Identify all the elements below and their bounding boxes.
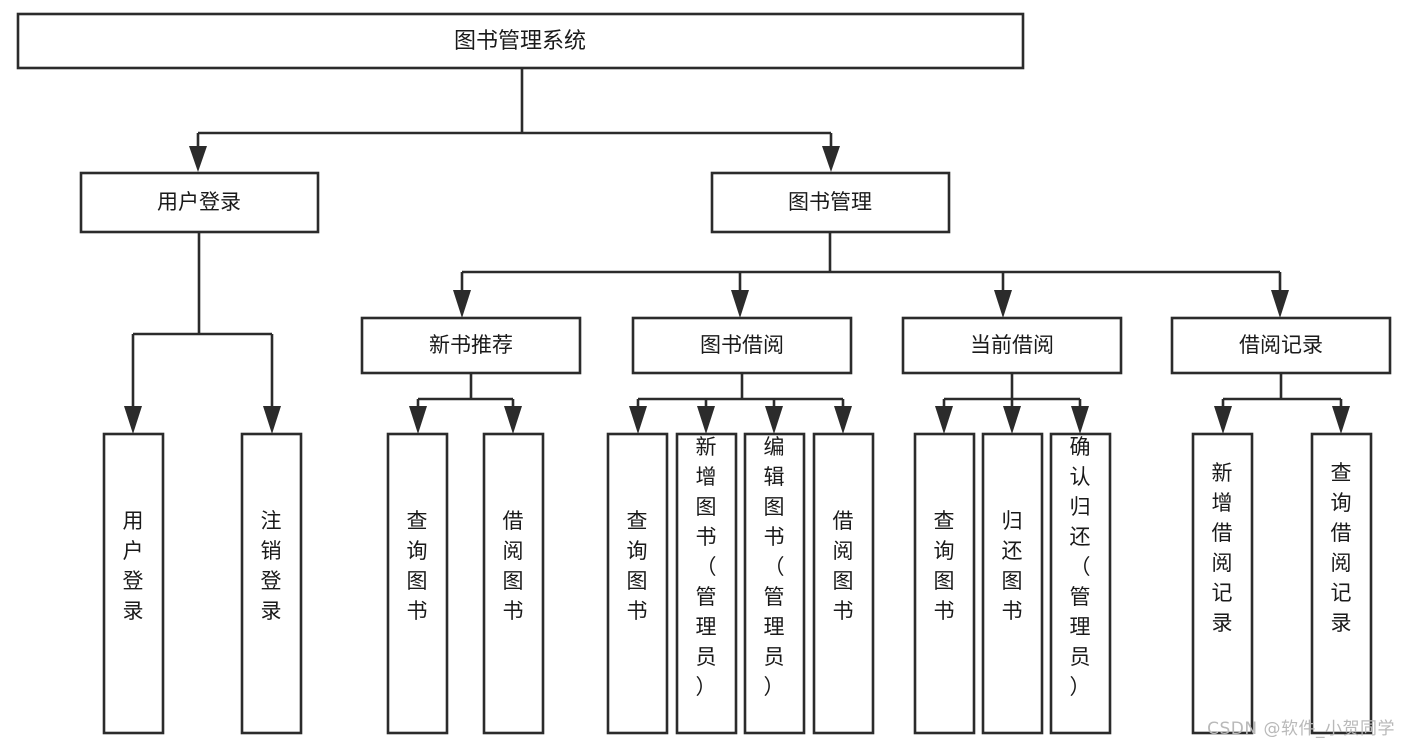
node-current-borrow-label: 当前借阅 <box>970 333 1054 357</box>
leaf-book-borrow-3-box[interactable] <box>812 432 875 735</box>
leaf-book-borrow-1[interactable]: 新增图书（管理员） <box>675 432 738 735</box>
leaf-book-borrow-2[interactable]: 编辑图书（管理员） <box>743 432 806 735</box>
leaf-current-borrow-0-label: 查询图书 <box>934 509 955 623</box>
arrow-head-icon <box>1214 406 1232 434</box>
node-new-book-recommend-box[interactable] <box>360 316 582 375</box>
leaf-new-book-recommend-0-box[interactable] <box>386 432 449 735</box>
connector-new-book-recommend-to-leaves <box>409 373 522 434</box>
leaf-borrow-record-0[interactable]: 新增借阅记录 <box>1191 432 1254 735</box>
leaf-user-login-0-box[interactable] <box>102 432 165 735</box>
node-root-label: 图书管理系统 <box>454 29 586 54</box>
leaf-book-borrow-0[interactable]: 查询图书 <box>606 432 669 735</box>
node-user-login-label: 用户登录 <box>157 190 241 214</box>
node-root-box[interactable] <box>16 12 1025 70</box>
arrow-head-icon <box>822 146 840 172</box>
arrow-head-icon <box>1003 406 1021 434</box>
arrow-head-icon <box>935 406 953 434</box>
leaf-new-book-recommend-0[interactable]: 查询图书 <box>386 432 449 735</box>
leaf-book-borrow-2-label: 编辑图书（管理员） <box>764 435 785 699</box>
node-user-login[interactable]: 用户登录 <box>79 171 320 234</box>
arrow-head-icon <box>263 406 281 434</box>
arrow-head-icon <box>124 406 142 434</box>
leaf-current-borrow-1[interactable]: 归还图书 <box>981 432 1044 735</box>
connector-root-to-level2 <box>189 68 840 172</box>
node-user-login-box[interactable] <box>79 171 320 234</box>
arrow-head-icon <box>409 406 427 434</box>
arrow-head-icon <box>189 146 207 172</box>
node-borrow-record[interactable]: 借阅记录 <box>1170 316 1392 375</box>
node-book-borrow[interactable]: 图书借阅 <box>631 316 853 375</box>
arrow-head-icon <box>1332 406 1350 434</box>
leaf-borrow-record-1-label: 查询借阅记录 <box>1331 461 1352 635</box>
arrow-head-icon <box>994 290 1012 318</box>
connector-book-management-to-level3 <box>453 232 1289 318</box>
leaf-user-login-0-label: 用户登录 <box>123 509 144 623</box>
leaf-current-borrow-0-box[interactable] <box>913 432 976 735</box>
leaf-book-borrow-3-label: 借阅图书 <box>833 509 854 623</box>
node-new-book-recommend-label: 新书推荐 <box>429 333 513 357</box>
leaf-user-login-0[interactable]: 用户登录 <box>102 432 165 735</box>
arrow-head-icon <box>1071 406 1089 434</box>
arrow-head-icon <box>834 406 852 434</box>
node-current-borrow-box[interactable] <box>901 316 1123 375</box>
leaf-borrow-record-1-box[interactable] <box>1310 432 1373 735</box>
leaf-current-borrow-1-box[interactable] <box>981 432 1044 735</box>
leaf-new-book-recommend-1[interactable]: 借阅图书 <box>482 432 545 735</box>
leaf-book-borrow-0-label: 查询图书 <box>627 509 648 623</box>
node-borrow-record-label: 借阅记录 <box>1239 333 1323 357</box>
leaf-current-borrow-1-label: 归还图书 <box>1002 509 1023 623</box>
arrow-head-icon <box>731 290 749 318</box>
leaf-borrow-record-1[interactable]: 查询借阅记录 <box>1310 432 1373 735</box>
node-root[interactable]: 图书管理系统 <box>16 12 1025 70</box>
leaf-new-book-recommend-0-label: 查询图书 <box>407 509 428 623</box>
node-book-borrow-label: 图书借阅 <box>700 333 784 357</box>
arrow-head-icon <box>697 406 715 434</box>
leaf-current-borrow-2-label: 确认归还（管理员） <box>1070 435 1091 699</box>
connector-book-borrow-to-leaves <box>629 373 852 434</box>
arrow-head-icon <box>453 290 471 318</box>
leaf-new-book-recommend-1-label: 借阅图书 <box>503 509 524 623</box>
leaf-current-borrow-2-box[interactable] <box>1049 432 1112 735</box>
leaf-borrow-record-0-box[interactable] <box>1191 432 1254 735</box>
leaf-user-login-1[interactable]: 注销登录 <box>240 432 303 735</box>
leaf-new-book-recommend-1-box[interactable] <box>482 432 545 735</box>
node-new-book-recommend[interactable]: 新书推荐 <box>360 316 582 375</box>
leaf-user-login-1-box[interactable] <box>240 432 303 735</box>
leaf-current-borrow-0[interactable]: 查询图书 <box>913 432 976 735</box>
leaf-book-borrow-0-box[interactable] <box>606 432 669 735</box>
leaf-user-login-1-label: 注销登录 <box>261 509 282 623</box>
leaf-book-borrow-3[interactable]: 借阅图书 <box>812 432 875 735</box>
connector-borrow-record-to-leaves <box>1214 373 1350 434</box>
leaf-borrow-record-0-label: 新增借阅记录 <box>1212 461 1233 635</box>
arrow-head-icon <box>629 406 647 434</box>
arrow-head-icon <box>1271 290 1289 318</box>
leaf-current-borrow-2[interactable]: 确认归还（管理员） <box>1049 432 1112 735</box>
leaf-book-borrow-2-box[interactable] <box>743 432 806 735</box>
node-book-management-label: 图书管理 <box>788 190 872 214</box>
leaf-book-borrow-1-label: 新增图书（管理员） <box>696 435 717 699</box>
node-current-borrow[interactable]: 当前借阅 <box>901 316 1123 375</box>
arrow-head-icon <box>765 406 783 434</box>
node-book-management[interactable]: 图书管理 <box>710 171 951 234</box>
arrow-head-icon <box>504 406 522 434</box>
connector-current-borrow-to-leaves <box>935 373 1089 434</box>
connector-user-login-to-leaves <box>124 232 281 434</box>
leaf-book-borrow-1-box[interactable] <box>675 432 738 735</box>
